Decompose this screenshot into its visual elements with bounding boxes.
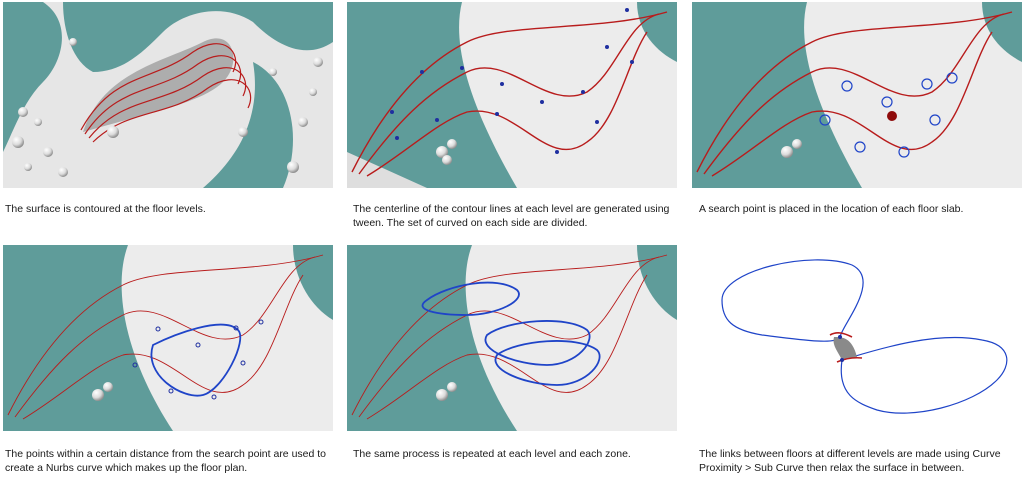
contour-line — [696, 11, 1013, 173]
teal-ground — [637, 245, 677, 320]
floor-plan-curve — [421, 281, 520, 316]
panel-caption: The same process is repeated at each lev… — [353, 448, 631, 460]
teal-ground — [347, 152, 427, 188]
teal-ground — [347, 2, 517, 188]
tree-spheres — [781, 139, 802, 158]
teal-ground — [63, 2, 333, 72]
lofted-surface — [83, 38, 234, 132]
contour-line — [92, 79, 252, 143]
division-points — [390, 8, 634, 154]
contour-line — [366, 31, 648, 177]
contour-line — [358, 13, 660, 175]
link-point — [840, 358, 844, 362]
floor-plan-curve — [494, 340, 601, 386]
panel-floor-links — [692, 245, 1022, 431]
contour-line — [80, 43, 237, 131]
contour-line — [703, 13, 1005, 175]
tree-spheres — [436, 382, 457, 401]
tree-spheres — [12, 38, 323, 177]
teal-ground — [3, 2, 62, 152]
teal-ground — [3, 245, 173, 431]
panel-caption: The centerline of the contour lines at e… — [353, 203, 670, 229]
contour-line — [351, 11, 668, 173]
contour-line — [358, 256, 660, 418]
selected-points — [819, 72, 958, 158]
link-point — [838, 335, 842, 339]
contour-line — [14, 256, 316, 418]
panel-nurbs-floor-plan — [3, 245, 333, 431]
panel-repeated-process — [347, 245, 677, 431]
contour-line — [22, 274, 304, 420]
relaxed-link-surface — [833, 337, 857, 360]
contour-line — [366, 274, 648, 420]
floor-plan-curve — [484, 320, 591, 366]
contour-line — [84, 55, 242, 135]
contour-line — [7, 254, 324, 416]
floor-plan-curve — [150, 323, 242, 397]
panel-surface-contoured — [3, 2, 333, 188]
selected-points — [132, 319, 264, 400]
teal-ground — [692, 2, 862, 188]
teal-ground — [293, 245, 333, 320]
tree-spheres — [92, 382, 113, 401]
contour-line — [88, 67, 247, 139]
panel-caption: The points within a certain distance fro… — [5, 448, 327, 474]
sub-curve-upper — [829, 332, 853, 338]
panel-centerline-tween — [347, 2, 677, 188]
floor-plan-curve — [721, 259, 864, 342]
floor-plan-curve — [840, 336, 1008, 414]
search-point — [887, 111, 897, 121]
panel-caption: The surface is contoured at the floor le… — [5, 203, 206, 215]
contour-line — [711, 31, 993, 177]
teal-ground — [203, 62, 293, 188]
tree-spheres — [436, 139, 457, 165]
sub-curve-lower — [836, 356, 863, 363]
teal-ground — [347, 245, 517, 431]
panel-caption: A search point is placed in the location… — [699, 203, 964, 215]
panel-caption: The links between floors at different le… — [699, 448, 1001, 474]
panel-search-point — [692, 2, 1022, 188]
